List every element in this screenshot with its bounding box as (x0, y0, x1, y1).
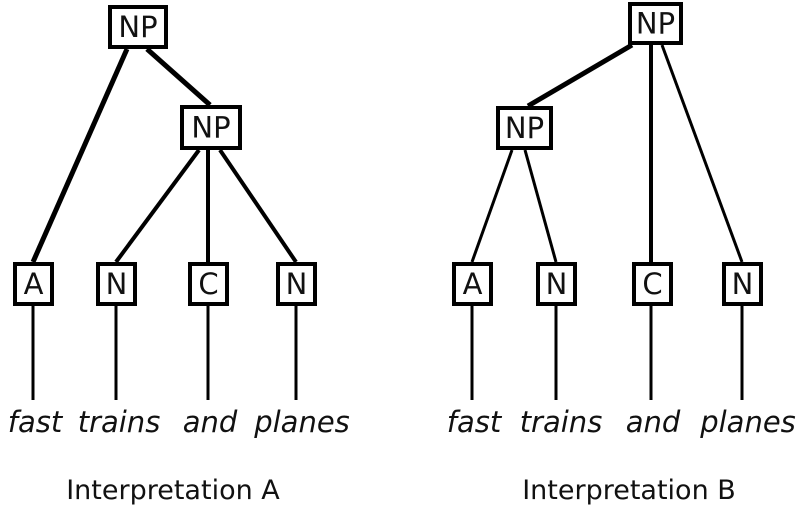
b-edge-np-n1 (523, 149, 558, 263)
b-pos-n2-label: N (732, 267, 754, 301)
a-word-trains: trains (78, 405, 161, 439)
node-a-pos-n1[interactable]: N (96, 262, 137, 306)
b-np-inner-label: NP (505, 111, 544, 145)
b-pos-n1-label: N (546, 267, 568, 301)
caption-interpretation-b: Interpretation B (522, 475, 736, 506)
a-word-and: and (183, 405, 238, 439)
b-word-planes: planes (699, 405, 796, 439)
a-edge-root-a (30, 47, 130, 264)
words-interpretation-b: fast trains and planes (447, 405, 796, 439)
b-pos-a-label: A (463, 267, 483, 301)
a-edge-root-np (145, 47, 212, 107)
node-b-np-root[interactable]: NP (628, 2, 683, 45)
b-np-root-box (628, 2, 683, 45)
b-pos-c-box (632, 262, 673, 306)
a-np-root-label: NP (118, 10, 157, 44)
a-pos-n1-label: N (106, 267, 128, 301)
node-a-pos-n2[interactable]: N (276, 262, 317, 306)
node-a-pos-a[interactable]: A (13, 262, 54, 306)
a-edge-np-n2 (218, 148, 298, 264)
a-pos-n2-label: N (286, 267, 308, 301)
words-interpretation-a: fast trains and planes (8, 405, 350, 439)
b-pos-n2-box (722, 262, 763, 306)
b-np-root-label: NP (636, 7, 675, 41)
node-a-np-root[interactable]: NP (108, 5, 168, 49)
a-pos-c-label: C (198, 267, 218, 301)
node-b-pos-a[interactable]: A (452, 262, 493, 306)
node-b-np-inner[interactable]: NP (496, 106, 553, 150)
b-np-inner-box (496, 106, 553, 150)
edges-interpretation-a (30, 47, 298, 400)
b-pos-c-label: C (642, 267, 662, 301)
b-word-trains: trains (520, 405, 603, 439)
a-np-inner-label: NP (191, 111, 230, 145)
b-edge-root-np (526, 42, 634, 109)
node-a-np-inner[interactable]: NP (180, 105, 242, 150)
a-np-inner-box (180, 105, 242, 150)
nodes-interpretation-a: NP NP A N C N (13, 5, 317, 306)
node-b-pos-c[interactable]: C (632, 262, 673, 306)
node-a-pos-c[interactable]: C (188, 262, 229, 306)
a-word-planes: planes (253, 405, 350, 439)
b-word-and: and (626, 405, 681, 439)
b-pos-a-box (452, 262, 493, 306)
a-pos-n1-box (96, 262, 137, 306)
caption-interpretation-a: Interpretation A (66, 475, 280, 506)
b-edge-root-n2 (660, 44, 744, 263)
a-word-fast: fast (8, 405, 64, 439)
b-pos-n1-box (536, 262, 577, 306)
node-b-pos-n2[interactable]: N (722, 262, 763, 306)
a-pos-a-box (13, 262, 54, 306)
a-pos-a-label: A (24, 267, 44, 301)
a-np-root-box (108, 5, 168, 49)
b-word-fast: fast (447, 405, 503, 439)
a-pos-c-box (188, 262, 229, 306)
a-pos-n2-box (276, 262, 317, 306)
edges-interpretation-b (470, 42, 744, 400)
a-edge-np-n1 (114, 148, 201, 264)
nodes-interpretation-b: NP NP A N C N (452, 2, 763, 306)
b-edge-np-a (470, 149, 514, 263)
node-b-pos-n1[interactable]: N (536, 262, 577, 306)
